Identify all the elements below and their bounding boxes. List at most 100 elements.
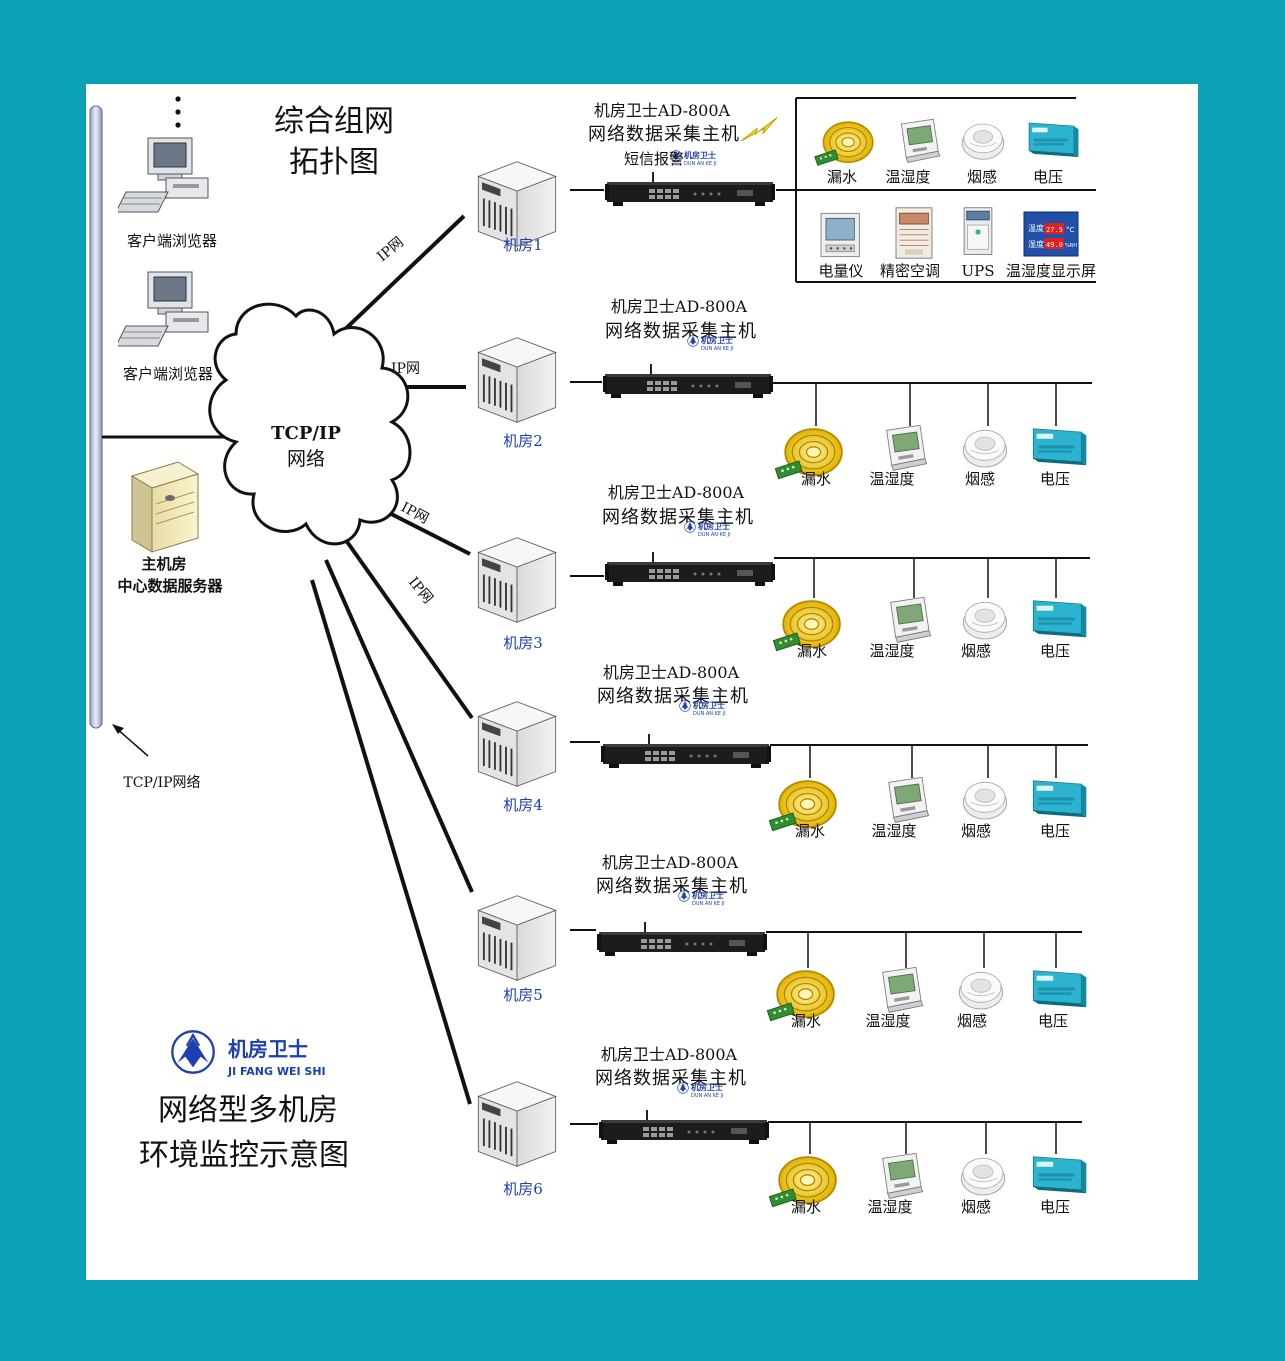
badge-en: DUN AN KE JI (692, 901, 725, 907)
voltage-sensor-icon (1032, 600, 1087, 638)
ip-links (310, 214, 474, 1105)
client-computer-icon (118, 137, 209, 213)
room-label: 机房6 (503, 1180, 543, 1198)
brand-logo-icon (171, 1030, 215, 1074)
sensor-label: 电压 (1040, 470, 1070, 488)
room-server-icon (477, 336, 557, 424)
sensor-label: 烟感 (961, 822, 991, 840)
device-label: 精密空调 (880, 262, 940, 280)
left-area: 客户端浏览器 客户端浏览器 主机房 中心数据服务器 TCP/IP网络 (89, 96, 246, 791)
tcpip-cloud (208, 302, 412, 546)
ip-link-label: IP网 (374, 234, 406, 265)
badge-logo-icon (687, 335, 699, 347)
display-temp-unit: °C (1066, 226, 1075, 234)
sensor-label: 温湿度 (867, 1198, 912, 1216)
badge-en: DUN AN KE JI (693, 711, 726, 717)
bus-label: TCP/IP网络 (123, 775, 200, 791)
collector-model: 机房卫士AD-800A (608, 483, 745, 502)
precision-ac-icon (895, 207, 933, 259)
sensor-label: 电压 (1040, 642, 1070, 660)
collector-name: 网络数据采集主机 (588, 124, 740, 145)
temp-humidity-sensor-icon (886, 424, 928, 471)
sensor-label: 漏水 (797, 642, 827, 660)
sensor-label: 温湿度 (885, 168, 930, 186)
display-hum-unit: %RH (1065, 243, 1077, 249)
sensor-label: 烟感 (967, 168, 997, 186)
smoke-sensor-icon (958, 971, 1004, 1010)
room-server-icon (477, 160, 557, 248)
smoke-sensor-icon (960, 1157, 1006, 1196)
badge-logo-icon (677, 1082, 689, 1094)
badge-cn: 机房卫士 (693, 700, 725, 710)
temp-humidity-sensor-icon (890, 596, 932, 643)
badge-cn: 机房卫士 (692, 890, 724, 900)
badge-cn: 机房卫士 (684, 150, 716, 160)
collector-name: 网络数据采集主机 (596, 876, 748, 897)
device-label: UPS (961, 262, 994, 280)
tcpip-bus (89, 105, 103, 729)
brand-name-en: JI FANG WEI SHI (227, 1065, 326, 1078)
sensor-label: 漏水 (801, 470, 831, 488)
badge-cn: 机房卫士 (701, 335, 733, 345)
collector-name: 网络数据采集主机 (605, 321, 757, 342)
room-server-icon (477, 700, 557, 788)
arrow-head-icon (112, 724, 124, 734)
temp-humidity-sensor-icon (888, 776, 930, 823)
sensor-label: 烟感 (957, 1012, 987, 1030)
device-label: 电量仪 (818, 262, 863, 280)
topology-title-line2: 拓扑图 (289, 145, 379, 180)
power-meter-icon (820, 212, 860, 258)
sensor-label: 电压 (1038, 1012, 1068, 1030)
sensor-label: 漏水 (791, 1012, 821, 1030)
main-title-line2: 环境监控示意图 (139, 1138, 349, 1173)
display-temp-label: 温度 (1028, 223, 1044, 233)
badge-en: DUN AN KE JI (684, 161, 717, 167)
ups-icon (963, 207, 993, 255)
collector-name: 网络数据采集主机 (595, 1068, 747, 1089)
badge-logo-icon (684, 521, 696, 533)
collector-name: 网络数据采集主机 (602, 507, 754, 528)
server-label-line1: 主机房 (141, 555, 186, 573)
sensor-label: 漏水 (795, 822, 825, 840)
sensor-label: 漏水 (791, 1198, 821, 1216)
sensor-label: 电压 (1040, 822, 1070, 840)
temp-humidity-sensor-icon (900, 118, 941, 163)
collector-name: 网络数据采集主机 (597, 686, 749, 707)
badge-en: DUN AN KE JI (691, 1093, 724, 1099)
room-server-icon (477, 1080, 557, 1168)
smoke-sensor-icon (962, 601, 1008, 640)
room-server-icon (477, 894, 557, 982)
display-temp-value: 27.5 (1046, 226, 1063, 234)
more-clients-dots (175, 96, 181, 128)
leak-sensor-icon (814, 121, 874, 167)
collector-model: 机房卫士AD-800A (602, 853, 739, 872)
badge-logo-icon (678, 890, 690, 902)
sensor-label: 电压 (1033, 168, 1063, 186)
client-label: 客户端浏览器 (127, 232, 217, 250)
room-label: 机房1 (503, 236, 543, 254)
voltage-sensor-icon (1032, 1156, 1087, 1194)
badge-en: DUN AN KE JI (701, 346, 734, 352)
diagram-panel: 客户端浏览器 客户端浏览器 主机房 中心数据服务器 TCP/IP网络 综合组网 … (86, 84, 1198, 1280)
display-hum-label: 湿度 (1028, 239, 1044, 249)
badge-logo-icon (679, 700, 691, 712)
temp-humidity-sensor-icon (882, 1152, 924, 1199)
badge-en: DUN AN KE JI (698, 532, 731, 538)
sms-alarm-label: 短信报警 (624, 150, 684, 168)
sensor-label: 电压 (1040, 1198, 1070, 1216)
temp-humidity-sensor-icon (882, 966, 924, 1013)
network-topology-diagram: 客户端浏览器 客户端浏览器 主机房 中心数据服务器 TCP/IP网络 综合组网 … (89, 96, 1096, 1216)
room-label: 机房4 (503, 796, 543, 814)
voltage-sensor-icon (1032, 780, 1087, 818)
room-label: 机房2 (503, 432, 543, 450)
client-label: 客户端浏览器 (123, 365, 213, 383)
topology-title-line1: 综合组网 (274, 104, 394, 139)
sensor-label: 烟感 (965, 470, 995, 488)
smoke-sensor-icon (961, 123, 1005, 160)
client-computer-icon (118, 271, 209, 347)
